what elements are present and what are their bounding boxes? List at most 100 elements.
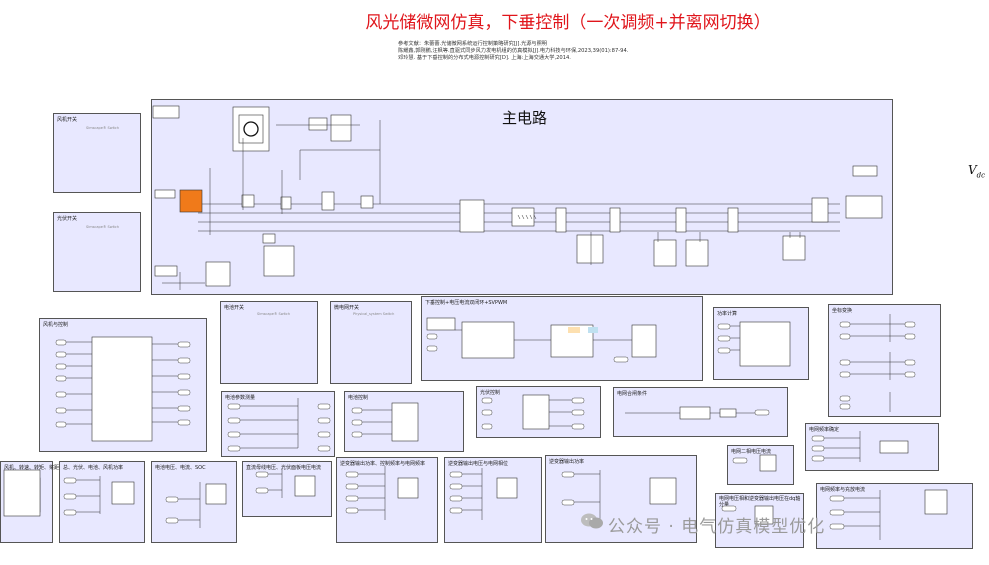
grid-switch-subsystem[interactable]: 微电网开关 Physical_system Switch: [330, 301, 412, 384]
input-port: [345, 495, 359, 502]
output-port: [177, 405, 191, 412]
input-port: [63, 477, 77, 484]
input-port: [351, 431, 363, 438]
input-port: [721, 505, 737, 512]
input-port: [481, 397, 493, 404]
scope-frame: [3, 469, 41, 517]
circuit-block: [675, 207, 687, 233]
input-port: [345, 507, 359, 514]
pv-switch-subsystem[interactable]: 光伏开关 Simscape® Switch: [53, 212, 141, 292]
grid-freq-subsystem[interactable]: 电网频率确定: [805, 423, 939, 471]
grid-condition-block: [679, 406, 711, 420]
input-port: [351, 419, 363, 426]
circuit-block: [308, 117, 328, 131]
subsystem-title: 坐标变换: [832, 308, 853, 314]
circuit-block: [609, 207, 621, 233]
wind-switch-subsystem[interactable]: 风机开关 Simscape® Switch: [53, 113, 141, 193]
circuit-block: [280, 196, 292, 210]
subsystem-title: 电池控制: [348, 395, 369, 401]
circuit-block: [555, 207, 567, 233]
input-port: [829, 509, 845, 516]
circuit-block: [241, 194, 255, 208]
scope-block: [754, 505, 774, 525]
circuit-block: [263, 245, 295, 277]
input-port: [839, 321, 851, 328]
subsystem-note: Simscape® Switch: [86, 225, 120, 229]
input-port: [449, 471, 463, 478]
subsystem-title: 电网频率确定: [809, 427, 840, 433]
input-port: [811, 455, 825, 462]
output-port: [177, 341, 191, 348]
input-port: [55, 375, 67, 382]
subsystem-title: 电池参数测量: [225, 395, 256, 401]
subsystem-note: Simscape® Switch: [86, 126, 120, 130]
input-port: [227, 431, 241, 438]
subsystem-title: 电网频率与充放电流: [820, 487, 866, 493]
reference-line: 参考文献：朱蕾蕾.光储微网系统运行控制策略研究[J].光源与照明: [398, 41, 547, 47]
subsystem-note: Simscape® Switch: [257, 312, 291, 316]
input-port: [165, 496, 179, 503]
input-port: [829, 523, 845, 530]
input-port: [55, 407, 67, 414]
input-port: [345, 471, 359, 478]
input-port: [351, 407, 363, 414]
input-port: [732, 457, 748, 464]
status-mark: [588, 327, 598, 333]
wire: [521, 214, 525, 220]
circuit-block: [727, 207, 739, 233]
capacitor-block: [576, 234, 604, 264]
references: 参考文献：朱蕾蕾.光储微网系统运行控制策略研究[J].光源与照明 陈耀鑫,郭刚鹏…: [398, 41, 628, 62]
battery-switch-subsystem[interactable]: 电池开关 Simscape® Switch: [220, 301, 318, 384]
watermark: 公众号 · 电气仿真模型优化: [608, 517, 826, 537]
scope-block: [397, 477, 419, 499]
circuit-block: [459, 199, 485, 233]
subsystem-title: 直流母线电压、光伏面板电压电流: [246, 465, 322, 471]
input-port: [839, 395, 851, 402]
input-port: [165, 517, 179, 524]
scope-block: [111, 481, 135, 505]
input-port: [811, 435, 825, 442]
output-port: [317, 431, 331, 438]
input-port: [717, 323, 731, 330]
wire: [533, 214, 537, 220]
scope-block: [649, 477, 677, 505]
scope-block: [205, 483, 227, 505]
input-port: [561, 471, 575, 478]
scope-block: [294, 475, 316, 497]
subsystem-title: 电网合闸条件: [617, 391, 648, 397]
subsystem-title: 微电网开关: [334, 305, 360, 311]
vdc-symbol: Vdc: [968, 163, 985, 179]
input-port: [345, 483, 359, 490]
vdc-main: V: [968, 163, 977, 177]
power-calc-block: [739, 321, 791, 367]
output-port: [904, 371, 916, 378]
input-port: [55, 339, 67, 346]
main-circuit-title: 主电路: [502, 109, 548, 127]
subsystem-title: 电池开关: [224, 305, 245, 311]
input-port: [63, 493, 77, 500]
wechat-icon: [581, 513, 603, 529]
scope-block: [496, 477, 518, 499]
scope-block: [759, 454, 777, 472]
input-port: [255, 487, 269, 494]
input-port: [63, 509, 77, 516]
battery-params-subsystem[interactable]: 电池参数测量: [221, 391, 335, 457]
input-port: [811, 445, 825, 452]
output-port: [177, 389, 191, 396]
input-port: [717, 347, 731, 354]
circuit-block: [262, 233, 276, 244]
input-port: [55, 421, 67, 428]
scope-block: [924, 489, 948, 515]
output-port: [177, 357, 191, 364]
subsystem-title: 电网二相电压电流: [731, 449, 772, 455]
output-port: [904, 333, 916, 340]
wire: [529, 214, 533, 220]
logic-block: [719, 408, 737, 418]
wire: [517, 214, 521, 220]
subsystem-note: Physical_system Switch: [353, 312, 395, 316]
input-port: [449, 483, 463, 490]
circuit-block: [782, 235, 806, 261]
subsystem-title: 逆变器输出电压与电网相位: [448, 461, 509, 467]
input-port: [829, 495, 845, 502]
